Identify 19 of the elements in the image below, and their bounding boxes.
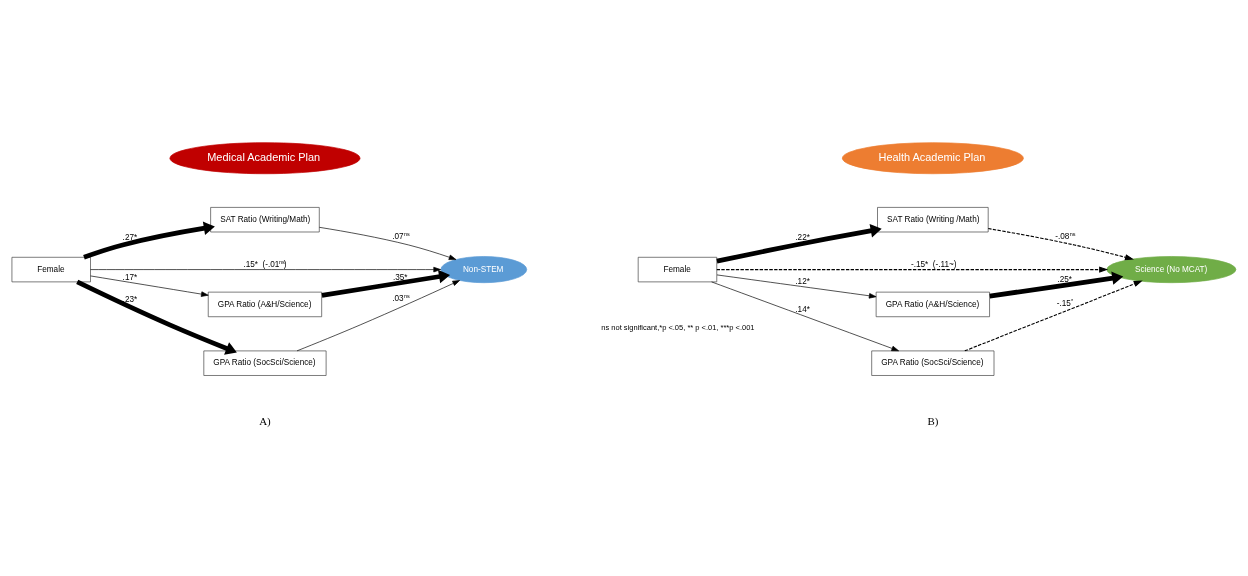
arrow	[296, 279, 460, 351]
arrow	[76, 279, 237, 355]
arrow	[716, 223, 882, 264]
arrow	[321, 269, 451, 298]
arrow	[90, 275, 209, 297]
label: B)	[927, 414, 939, 427]
arrow	[90, 266, 441, 272]
arrow	[711, 281, 899, 351]
label: ns not significant,*p <.05, ** p <.01, ***p <.001	[601, 322, 755, 332]
arrow	[716, 265, 1109, 273]
arrow	[83, 221, 215, 259]
arrow	[989, 270, 1124, 299]
arrow	[964, 280, 1143, 351]
arrow	[319, 226, 457, 260]
label: A)	[259, 414, 271, 427]
node-ellipse: Medical Academic Plan	[169, 141, 361, 174]
arrow	[716, 274, 877, 299]
node-ellipse: Health Academic Plan	[842, 141, 1024, 174]
arrow	[987, 227, 1134, 260]
